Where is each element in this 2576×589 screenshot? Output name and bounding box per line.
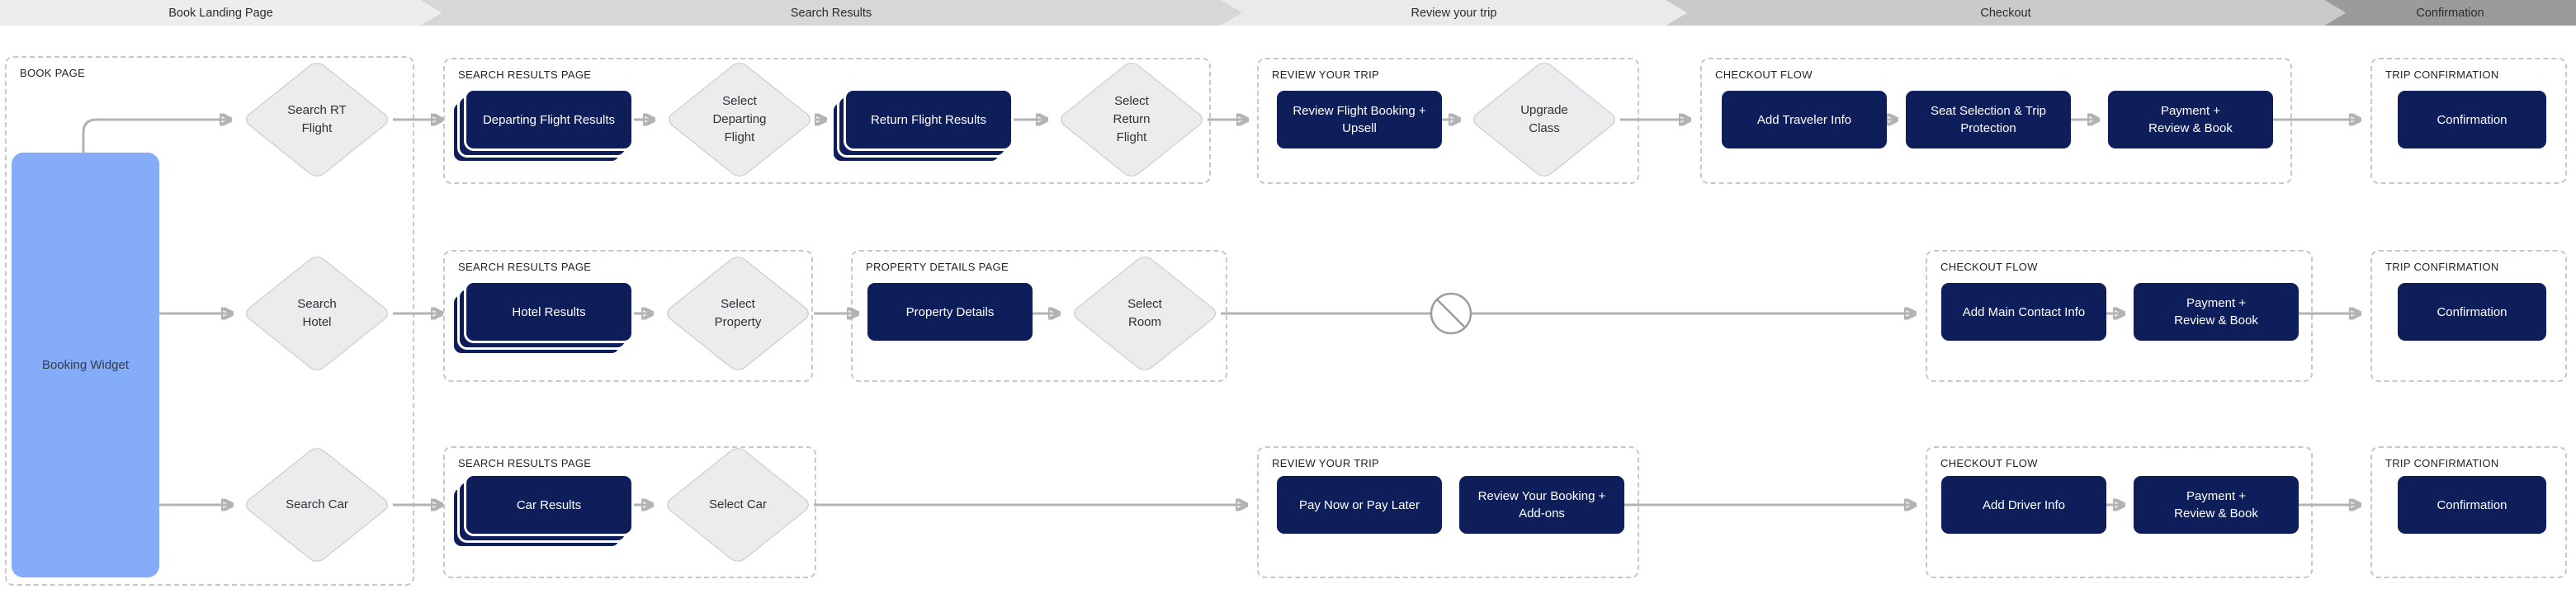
group-label: SEARCH RESULTS PAGE (458, 68, 592, 81)
group-label: PROPERTY DETAILS PAGE (866, 261, 1009, 273)
diamond-search-hotel: Search Hotel (241, 253, 393, 374)
stage-label: Search Results (790, 6, 872, 20)
diamond-label: Upgrade Class (1520, 103, 1568, 135)
group-flight-confirmation: TRIP CONFIRMATION (2370, 58, 2567, 184)
diamond-select-departing-flight: Select Departing Flight (664, 59, 815, 180)
group-car-confirmation: TRIP CONFIRMATION (2370, 446, 2567, 578)
stage-confirmation: Confirmation (2324, 0, 2576, 26)
card-property-details: Property Details (867, 283, 1033, 341)
diamond-label: Select Room (1127, 297, 1162, 329)
diamond-upgrade-class: Upgrade Class (1468, 59, 1620, 180)
diamond-label: Search RT Flight (287, 103, 347, 135)
group-label: REVIEW YOUR TRIP (1272, 68, 1380, 81)
skip-step-slash (1436, 299, 1466, 328)
stage-review-your-trip: Review your trip (1221, 0, 1687, 26)
diamond-select-return-flight: Select Return Flight (1056, 59, 1208, 180)
stack-departing-flight-results: Departing Flight Results (454, 91, 631, 161)
card-add-traveler-info: Add Traveler Info (1722, 91, 1887, 148)
group-label: SEARCH RESULTS PAGE (458, 261, 592, 273)
diamond-select-room: Select Room (1069, 253, 1221, 374)
card-payment-review-book-flight: Payment + Review & Book (2108, 91, 2273, 148)
card-hotel-results: Hotel Results (466, 283, 631, 341)
card-confirmation-hotel: Confirmation (2398, 283, 2546, 341)
card-payment-review-book-car: Payment + Review & Book (2134, 476, 2299, 534)
card-confirmation-car: Confirmation (2398, 476, 2546, 534)
booking-widget-label: Booking Widget (41, 358, 130, 372)
stack-car-results: Car Results (454, 476, 631, 546)
group-car-review-trip: REVIEW YOUR TRIP (1257, 446, 1639, 578)
diamond-select-car: Select Car (662, 445, 814, 565)
group-label: TRIP CONFIRMATION (2385, 457, 2499, 469)
diamond-select-property: Select Property (662, 253, 814, 374)
diamond-label: Select Departing Flight (712, 94, 767, 144)
group-hotel-search-results: SEARCH RESULTS PAGE (443, 250, 813, 382)
skip-step-icon (1430, 292, 1472, 335)
diamond-label: Select Car (708, 497, 768, 512)
group-label: TRIP CONFIRMATION (2385, 68, 2499, 81)
group-label: CHECKOUT FLOW (1715, 68, 1813, 81)
card-seat-selection: Seat Selection & Trip Protection (1906, 91, 2071, 148)
group-hotel-confirmation: TRIP CONFIRMATION (2370, 250, 2567, 382)
group-flight-checkout: CHECKOUT FLOW (1700, 58, 2292, 184)
group-flight-review-trip: REVIEW YOUR TRIP (1257, 58, 1639, 184)
card-review-flight-booking: Review Flight Booking + Upsell (1277, 91, 1442, 148)
diamond-search-rt-flight: Search RT Flight (241, 59, 393, 180)
group-hotel-checkout: CHECKOUT FLOW (1926, 250, 2313, 382)
group-flight-search-results: SEARCH RESULTS PAGE (443, 58, 1211, 184)
card-review-booking-addons: Review Your Booking + Add-ons (1459, 476, 1624, 534)
diamond-label: Search Car (286, 497, 348, 512)
card-return-flight-results: Return Flight Results (846, 91, 1011, 148)
card-payment-review-book-hotel: Payment + Review & Book (2134, 283, 2299, 341)
group-label: TRIP CONFIRMATION (2385, 261, 2499, 273)
group-label: BOOK PAGE (20, 67, 86, 79)
card-car-results: Car Results (466, 476, 631, 534)
group-book-page: BOOK PAGE (5, 56, 414, 586)
diamond-label: Select Property (714, 297, 762, 329)
card-departing-flight-results: Departing Flight Results (466, 91, 631, 148)
group-label: CHECKOUT FLOW (1940, 261, 2038, 273)
stage-label: Review your trip (1411, 6, 1497, 20)
stage-checkout: Checkout (1666, 0, 2346, 26)
group-car-search-results: SEARCH RESULTS PAGE (443, 446, 816, 578)
stage-label: Confirmation (2416, 6, 2484, 20)
card-add-driver-info: Add Driver Info (1941, 476, 2106, 534)
stage-search-results: Search Results (420, 0, 1242, 26)
card-confirmation-flight: Confirmation (2398, 91, 2546, 148)
group-label: CHECKOUT FLOW (1940, 457, 2038, 469)
stack-return-flight-results: Return Flight Results (834, 91, 1011, 161)
group-label: REVIEW YOUR TRIP (1272, 457, 1380, 469)
diamond-label: Select Return Flight (1113, 94, 1151, 144)
group-label: SEARCH RESULTS PAGE (458, 457, 592, 469)
diamond-search-car: Search Car (241, 445, 393, 565)
card-pay-now-or-pay-later: Pay Now or Pay Later (1277, 476, 1442, 534)
diamond-label: Search Hotel (297, 297, 337, 329)
stack-hotel-results: Hotel Results (454, 283, 631, 353)
stage-book-landing-page: Book Landing Page (0, 0, 442, 26)
group-car-checkout: CHECKOUT FLOW (1926, 446, 2313, 578)
stage-label: Checkout (1980, 6, 2031, 20)
card-add-main-contact-info: Add Main Contact Info (1941, 283, 2106, 341)
stage-label: Book Landing Page (168, 6, 273, 20)
booking-widget-node: Booking Widget (12, 153, 159, 577)
